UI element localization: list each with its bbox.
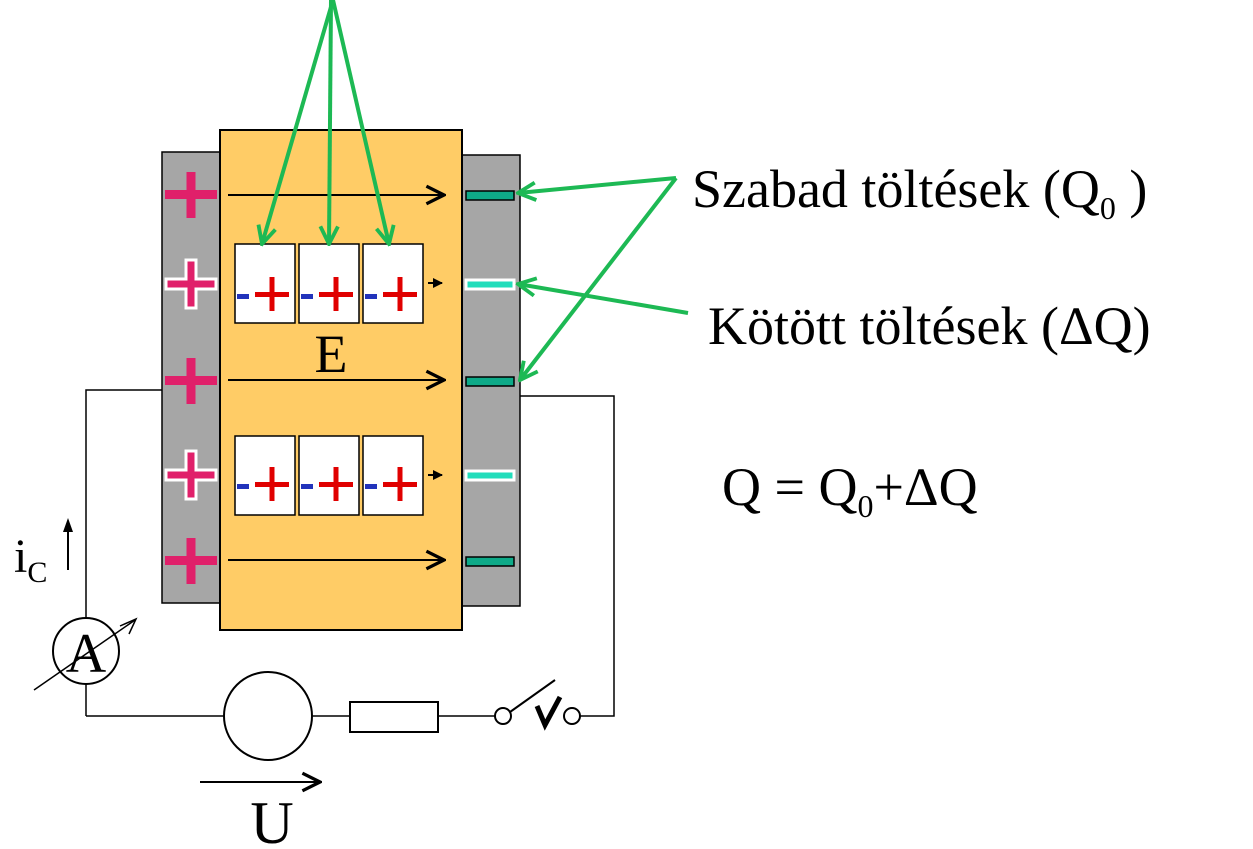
ammeter-label: A [66,623,107,685]
bound-charges-label: Kötött töltések (ΔQ) [708,296,1151,356]
dipole-plus [255,277,417,311]
circuit-wire [85,389,615,717]
field-label: E [315,324,348,384]
voltage-source [223,671,313,761]
free-charges-label: Szabad töltések (Q0 ) [692,159,1147,226]
dipole-minus [237,484,249,489]
dipole-row-bottom [234,435,424,516]
dipole-minus [365,294,377,299]
switch [494,679,581,731]
current-label: iC [14,530,47,589]
dipole-box [298,243,360,324]
dipole-box [298,435,360,516]
dipole-minus [301,294,313,299]
dipole-box [362,435,424,516]
dipole-row-top [234,243,424,324]
resistor [349,701,439,733]
current-arrow-head [63,518,73,532]
dipole-minus [237,294,249,299]
ammeter: A [33,617,138,691]
dipole-minus [301,484,313,489]
dipole-box [362,243,424,324]
dipole-pointer-arrows [262,0,389,244]
dipole-box [234,243,296,324]
dipole-plus [255,467,417,501]
bound-plus-charges [164,258,218,501]
free-plus-charges [165,172,217,584]
free-minus-charges [465,190,515,567]
formula: Q = Q0+ΔQ [722,457,978,524]
dipole-box [234,435,296,516]
voltage-label: U [250,790,293,849]
dipole-minus [365,484,377,489]
charge-pointer-arrows [518,176,689,380]
